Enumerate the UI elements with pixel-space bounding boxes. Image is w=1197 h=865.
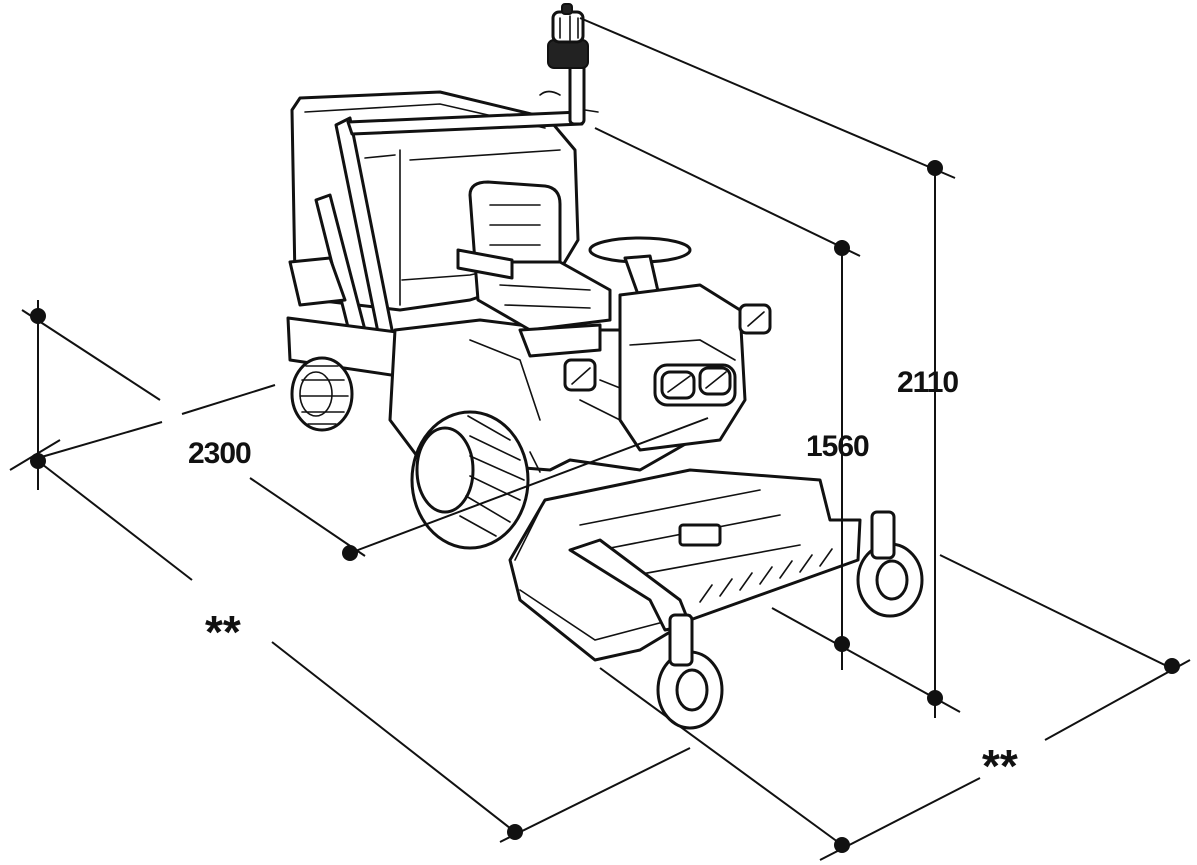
length-label: 2300 (188, 437, 251, 470)
height-1560-dimension (594, 127, 861, 670)
width-left-label: ** (205, 606, 241, 658)
length-2300-dimension (9, 300, 709, 561)
beacon-light-icon (539, 3, 599, 126)
cutting-deck-icon (508, 468, 862, 662)
headlights-icon (563, 303, 772, 407)
dimension-lines (9, 17, 1191, 861)
caster-wheel-left-icon (656, 613, 724, 730)
width-left-dimension (37, 460, 691, 843)
caster-wheel-right-icon (856, 510, 924, 618)
width-right-label: ** (982, 740, 1018, 792)
ride-on-mower-icon (286, 3, 924, 730)
height-2110-dimension (579, 17, 961, 718)
seat-icon (456, 180, 612, 358)
front-drive-wheel-icon (410, 410, 530, 550)
width-right-dimension (599, 554, 1191, 861)
total-height-label: 2110 (897, 366, 958, 399)
seat-height-label: 1560 (806, 430, 869, 463)
rear-wheel-icon (290, 356, 354, 432)
